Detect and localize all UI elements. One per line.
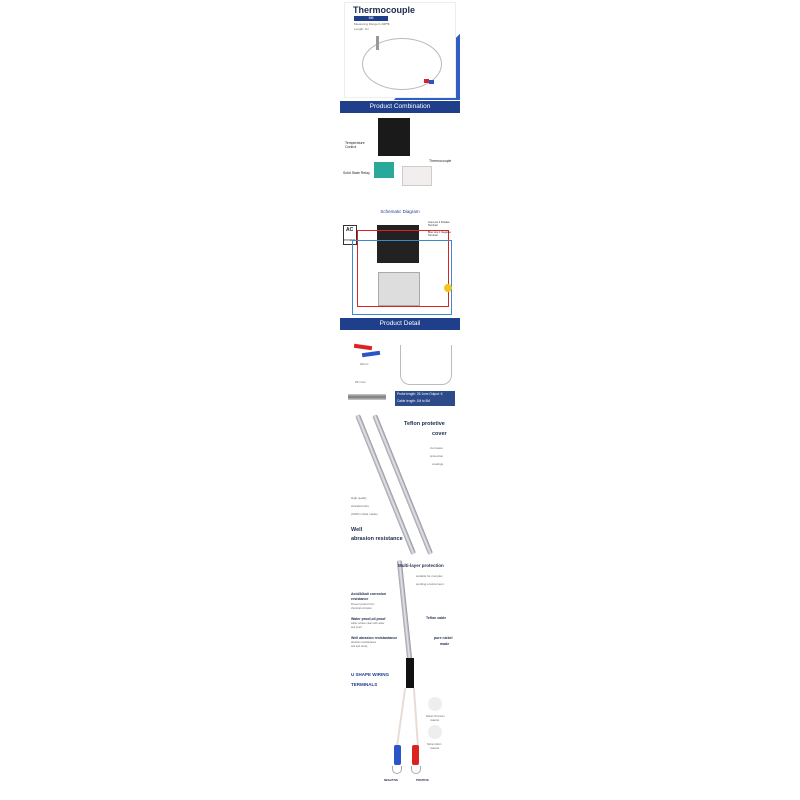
- nisi-2: material: [430, 747, 439, 750]
- circle-nickel-silicon: [428, 725, 442, 739]
- acid-desc-2: chemical corrosion: [351, 607, 372, 610]
- red-terminal-image: [353, 343, 373, 351]
- wiring-red: [357, 230, 449, 307]
- water-title: Water proof,oil proof: [351, 617, 386, 621]
- blue-terminal-image: [361, 350, 381, 358]
- ac-power-box: [343, 225, 357, 245]
- dim-25mm: 25.1mm: [355, 380, 366, 384]
- curved-cable-image: [396, 560, 413, 660]
- multi-sub-2: working environment: [416, 582, 444, 586]
- terminals-title-1: U SHAPE WIRING: [351, 672, 390, 677]
- acid-title-1: Acid/Alkali corrosion: [351, 592, 387, 596]
- hero-title: Thermocouple: [353, 5, 416, 15]
- water-desc-1: cable surface clean with water: [351, 622, 385, 625]
- nisi-1: Nickel silicon: [427, 743, 442, 746]
- spec-cable: Cable length: 1M to 5M: [397, 399, 430, 403]
- ac-label: AC: [346, 227, 354, 233]
- teflon-title-1: Teflon protetive: [404, 421, 445, 427]
- thermocouple-package-image: [402, 166, 432, 186]
- acid-title-2: resistance: [351, 597, 369, 601]
- circle-nickel-chromium: [428, 697, 442, 711]
- connector-blue: [429, 80, 434, 84]
- connector-red: [424, 79, 429, 83]
- hero-range: Measuring Range:0-400℃: [354, 22, 390, 26]
- label-temperature-control: Temperature Control: [345, 141, 365, 150]
- heat-shrink-image: [406, 658, 414, 688]
- lamp-icon: [444, 284, 452, 292]
- blue-line-label: Blue Line 1 Negative Terminal: [428, 231, 452, 237]
- spec-box: [395, 391, 455, 406]
- probe-fitting-image: [348, 394, 386, 400]
- nickel-label-1: pure nickel: [434, 636, 453, 640]
- hq-line-2: stranded wire: [351, 504, 370, 508]
- wear-desc-1: abrasion resistantance: [351, 641, 377, 644]
- coating-line-1: Corrosion: [430, 446, 444, 450]
- solid-state-relay-image: [374, 162, 394, 178]
- water-desc-2: and proof: [351, 626, 362, 629]
- power-label: POWER: [344, 238, 356, 242]
- fork-right: [411, 766, 421, 774]
- spec-probe: Probe length: 25.1mm Output: K: [397, 392, 443, 396]
- well-2: abrasion resistance: [351, 536, 403, 542]
- coating-line-2: protection: [430, 454, 444, 458]
- probe-image: [376, 36, 379, 50]
- teflon-cable-label: Teflon cable: [426, 616, 447, 620]
- hero-length: Length: 1m: [354, 27, 370, 31]
- well-1: Well: [351, 527, 363, 533]
- multi-sub-1: suitable for complex: [416, 574, 443, 578]
- label-thermocouple: Thermocouple: [429, 159, 452, 163]
- wiring-blue: [352, 240, 452, 315]
- schematic-title: Schematic Diagram: [380, 209, 420, 214]
- multi-title: Multi-layer protection: [398, 563, 444, 568]
- blue-terminal: [394, 745, 401, 765]
- wear-title: Well abrasion resistantance: [351, 636, 398, 640]
- banner-product-detail: Product Detail: [340, 318, 460, 330]
- label-solid-state-relay: Solid State Relay: [343, 171, 370, 175]
- thermocouple-coil-image: [362, 38, 442, 90]
- acid-desc-1: Prevent product from: [351, 603, 375, 606]
- nickel-label-2: made: [440, 642, 450, 646]
- nicr-1: Nickel chromium: [426, 715, 445, 718]
- dim-20mm: 20mm: [360, 362, 369, 366]
- red-line-label: Line Line 1 Positive Terminal: [428, 221, 450, 227]
- controller-diagram: [377, 225, 419, 263]
- coating-line-3: coatings: [432, 462, 444, 466]
- temperature-controller-image: [378, 118, 410, 156]
- terminals-title-2: TERMINALS: [351, 682, 378, 687]
- negative-label: NEGATIVE: [384, 778, 399, 782]
- fork-left: [392, 766, 402, 774]
- relay-diagram: [378, 272, 420, 306]
- teflon-title-2: cover: [432, 431, 447, 437]
- hq-line-1: High quality: [351, 496, 367, 500]
- product-image-strip: Thermocouple M6 Measuring Range:0-400℃ L…: [340, 0, 460, 800]
- banner-product-combination: Product Combination: [340, 101, 460, 113]
- wire-right: [412, 688, 420, 748]
- wire-left: [395, 688, 407, 748]
- red-terminal: [412, 745, 419, 765]
- wear-desc-2: and and sturdy: [351, 645, 368, 648]
- cable-detail-image: [400, 345, 452, 385]
- hq-line-3: (100% nickel made): [351, 512, 378, 516]
- hero-badge: M6: [354, 16, 388, 21]
- nicr-2: material: [430, 719, 439, 722]
- positive-label: POSITIVE: [416, 778, 429, 782]
